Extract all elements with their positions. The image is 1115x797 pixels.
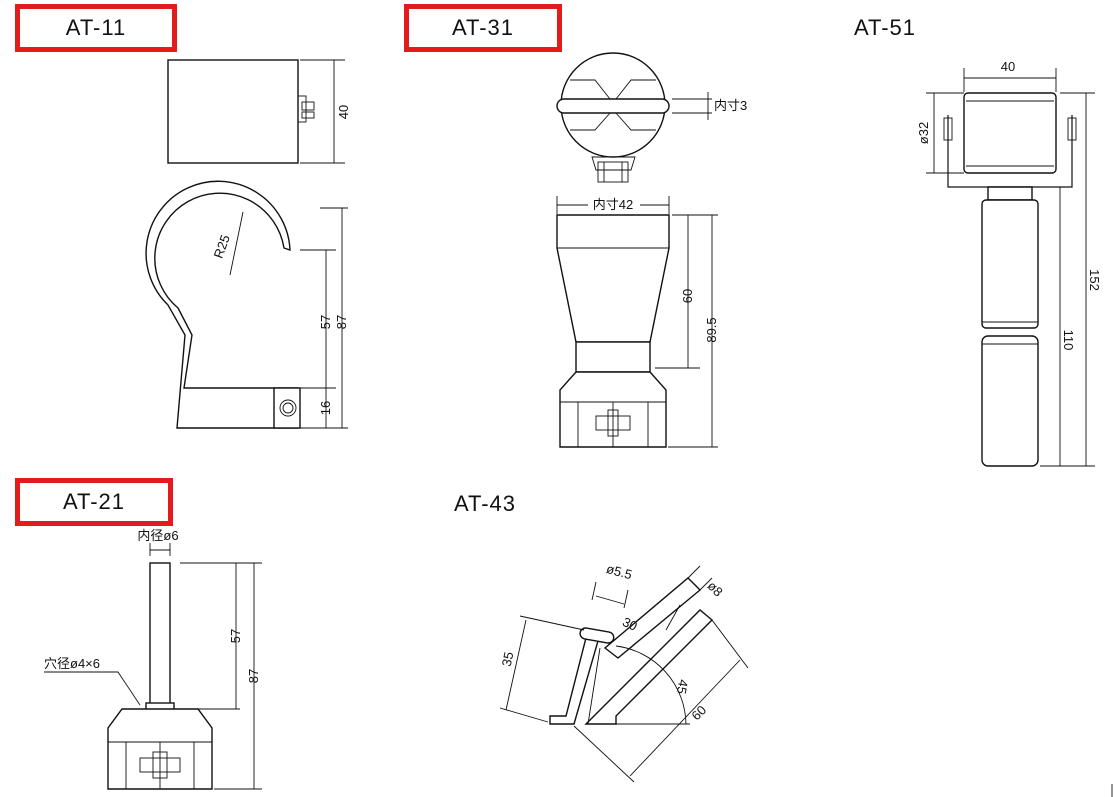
at31-front-view (556, 214, 670, 448)
at43-dim-35: 35 (499, 615, 585, 723)
at31-drawing: 内寸3 内寸42 (556, 52, 747, 448)
at43-dim-30-label: 30 (620, 614, 639, 634)
model-label-at21: AT-21 (15, 478, 173, 526)
at43-dim-60-label: 60 (688, 702, 709, 723)
at21-dim-57-label: 57 (228, 629, 243, 643)
at21-dims-vertical: 57 87 (180, 562, 262, 790)
at43-dim-35-label: 35 (499, 650, 517, 667)
at11-top-view (167, 59, 315, 164)
at43-dim-45-label: 45 (674, 678, 691, 695)
at43-dim-55-label: ø5.5 (605, 561, 634, 582)
at43-dim-55: ø5.5 (591, 561, 634, 609)
model-label-at43: AT-43 (453, 491, 517, 516)
at51-dim-32: ø32 (916, 92, 964, 174)
at11-dim-r25-label: R25 (211, 233, 233, 261)
at51-dim-152-label: 152 (1087, 269, 1102, 291)
at51-dim-40: 40 (963, 59, 1057, 92)
at11-drawing: 40 R25 57 87 16 (145, 59, 351, 429)
at21-dim-87-label: 87 (246, 669, 261, 683)
at51-dims-vertical: 110 152 (1040, 92, 1102, 467)
at31-dim-60-label: 60 (680, 289, 695, 303)
at21-dim-inner-label: 内径ø6 (137, 528, 178, 543)
at11-dim-16-label: 16 (318, 401, 333, 415)
at11-dim-40: 40 (300, 59, 351, 164)
at11-side-view: R25 (145, 180, 301, 429)
at51-dim-40-label: 40 (1001, 59, 1015, 74)
at11-dim-57-label: 57 (318, 315, 333, 329)
model-label-at51: AT-51 (853, 15, 917, 40)
at31-dim-inner3: 内寸3 (672, 92, 747, 120)
at51-drawing: 40 ø32 110 152 (916, 59, 1102, 467)
model-label-at31: AT-31 (404, 4, 562, 52)
at51-body (943, 92, 1077, 467)
at21-drawing: 内径ø6 穴径ø4×6 (44, 528, 262, 790)
at51-dim-110-label: 110 (1061, 330, 1076, 351)
at43-drawing: ø5.5 ø8 35 30 45 (499, 561, 749, 783)
at43-dim-30-45: 30 45 (586, 614, 691, 725)
at31-dim-inner42-label: 内寸42 (593, 197, 633, 212)
at51-dim-32-label: ø32 (916, 122, 931, 144)
at11-dim-40-label: 40 (336, 105, 351, 119)
at11-dim-87-label: 87 (334, 315, 349, 329)
at31-top-view (556, 52, 670, 183)
model-label-at11: AT-11 (15, 4, 177, 52)
at31-dim-895-label: 89.5 (704, 317, 719, 342)
at43-dim-60: 60 (573, 619, 749, 783)
at11-dims-vertical: 57 87 16 (300, 207, 349, 429)
at21-dim-inner: 内径ø6 (137, 528, 179, 556)
at43-body (549, 577, 714, 725)
at31-dims-vertical: 60 89.5 (655, 214, 719, 448)
at31-dim-inner3-label: 内寸3 (714, 98, 747, 113)
at31-dim-inner42: 内寸42 (556, 196, 670, 214)
at21-body (107, 562, 213, 790)
at21-dim-hole-label: 穴径ø4×6 (44, 656, 100, 671)
at21-dim-hole: 穴径ø4×6 (44, 656, 141, 706)
at43-dim-8-label: ø8 (705, 578, 726, 599)
